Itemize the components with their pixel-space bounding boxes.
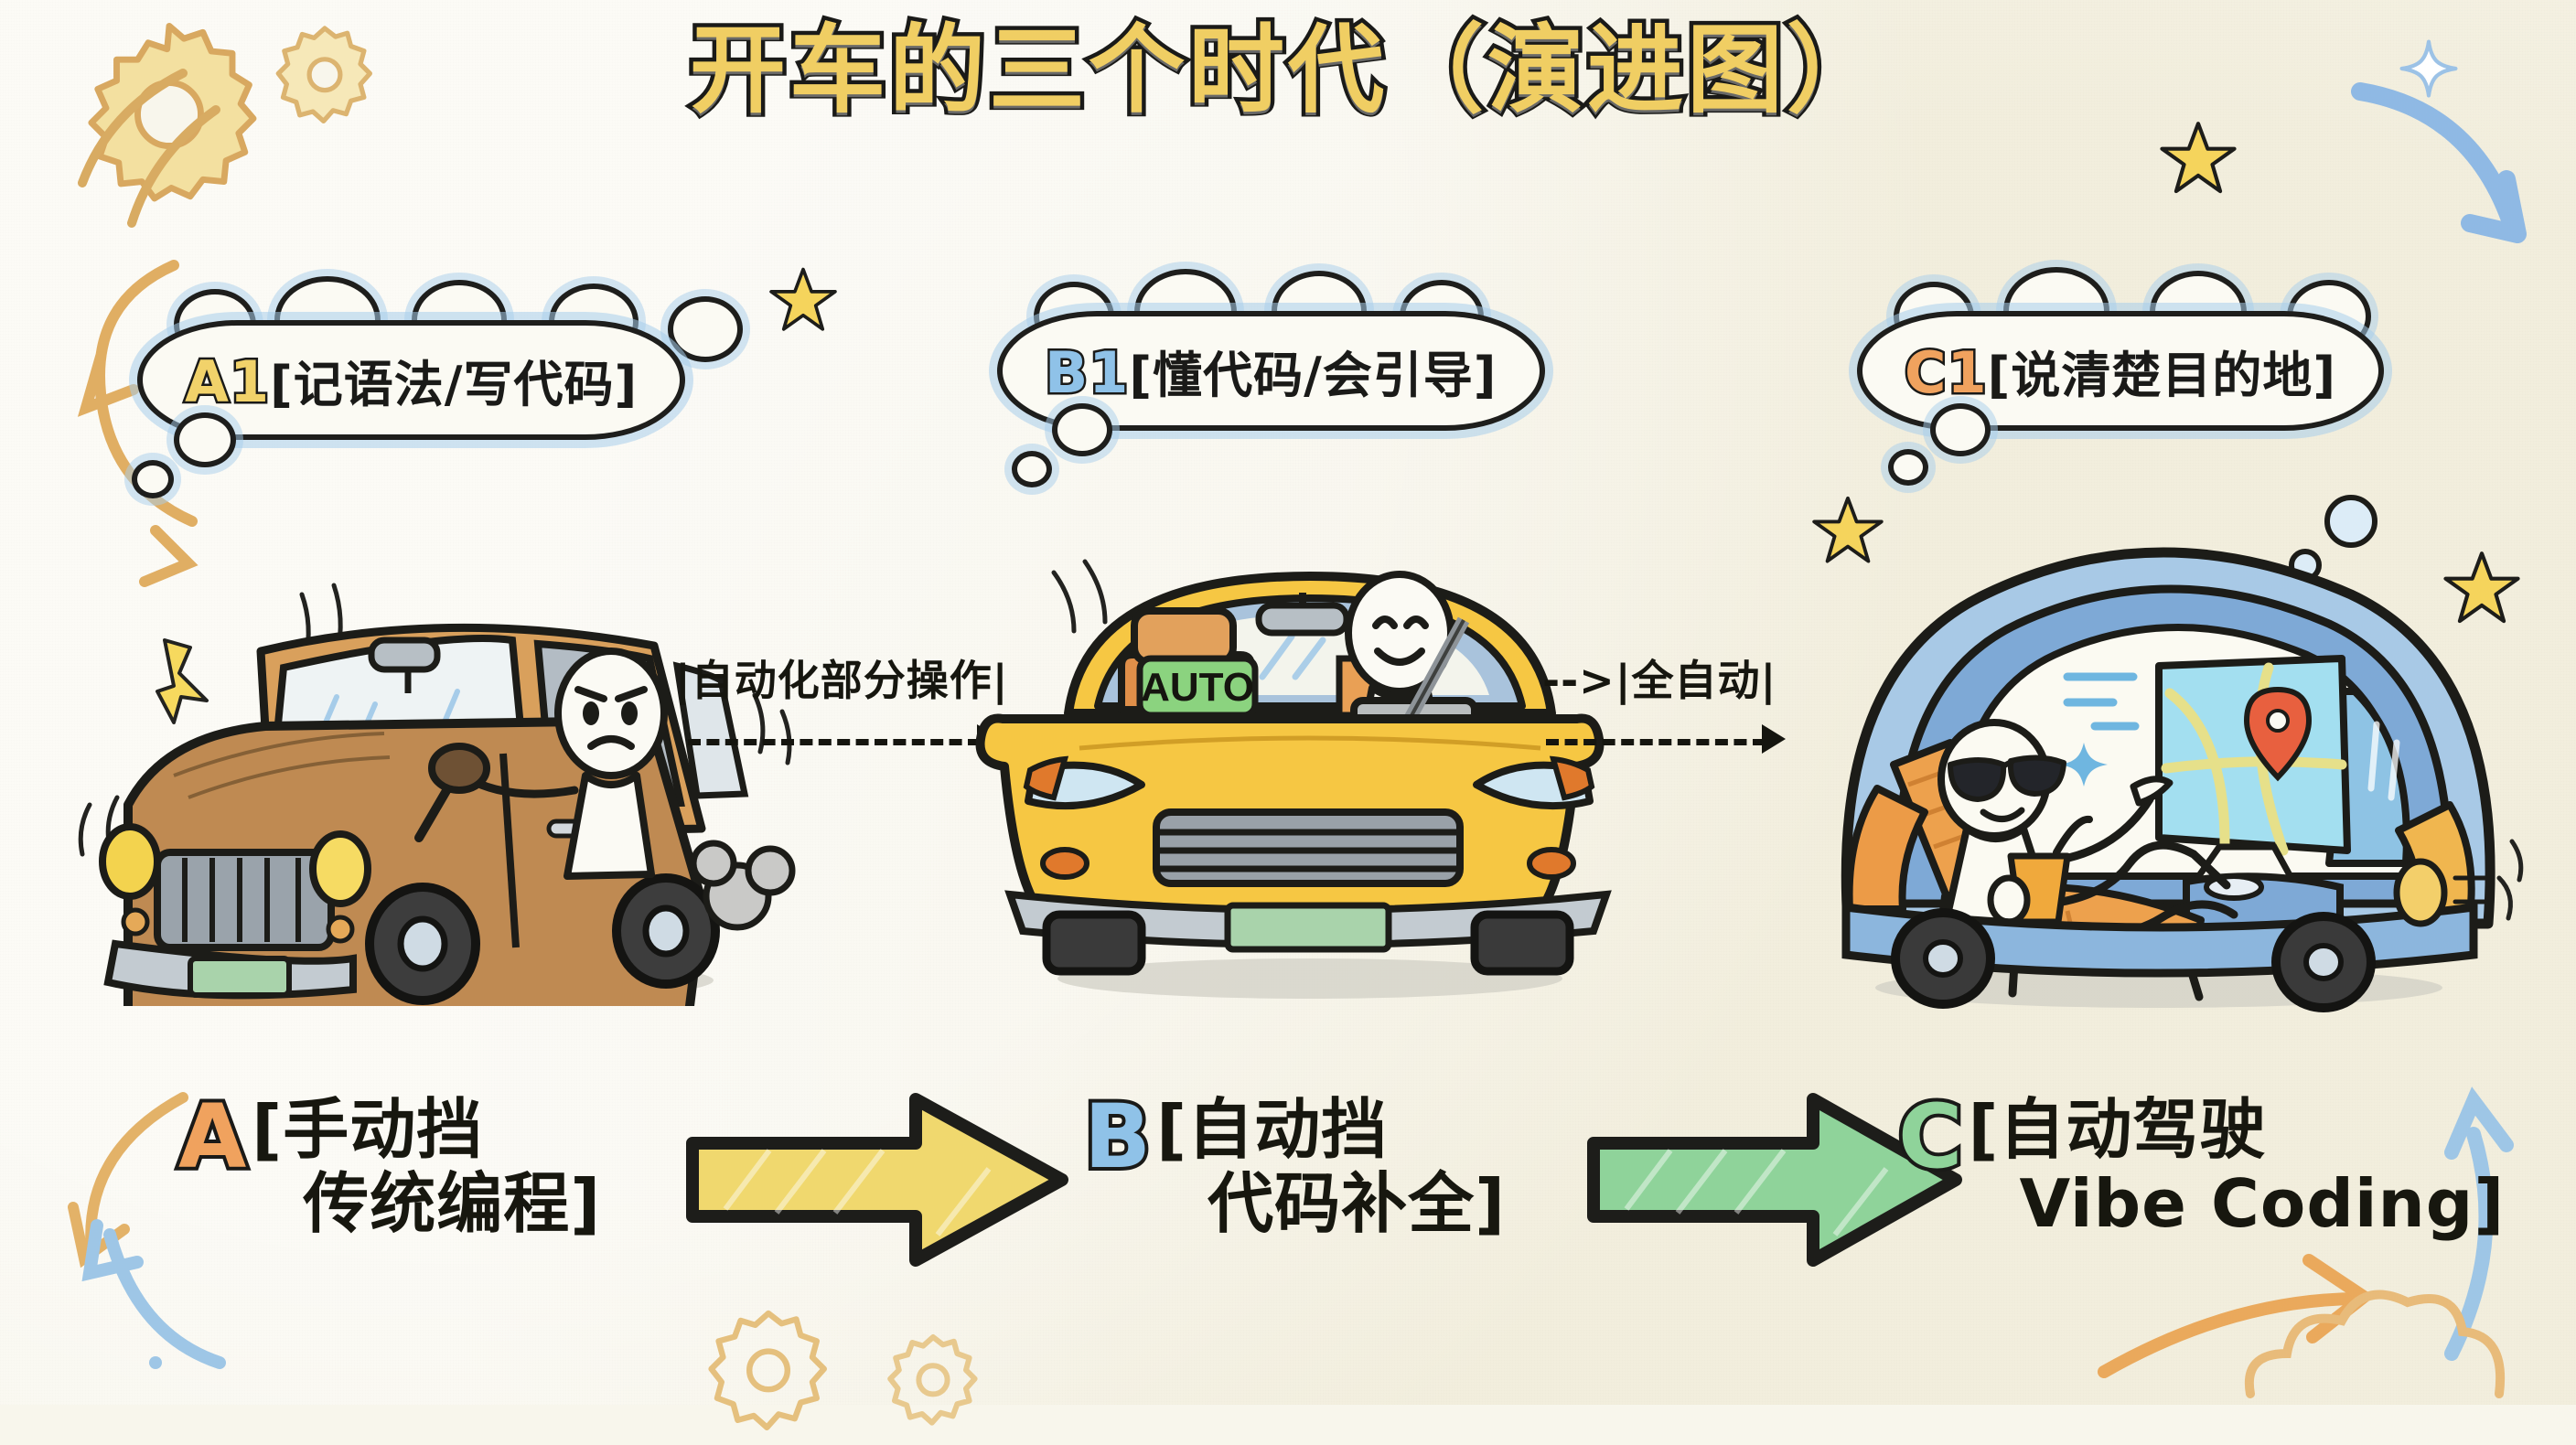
flow-arrow-a-to-b [686,1093,1068,1267]
stage-label-a: A [手动挡 传统编程] [175,1086,601,1240]
bubble-code-b1: B1 [1042,337,1130,409]
stage-text-c: [自动驾驶 Vibe Coding] [1968,1093,2505,1240]
swish-decor-topleft [78,69,220,228]
page-title: 开车的三个时代（演进图） [685,15,1886,126]
stage-b-line2: 代码补全] [1208,1164,1507,1242]
cloud-puff-tail-1 [1930,403,1991,456]
bubble-text-b1: [懂代码/会引导] [1129,347,1497,404]
cloud-puff [668,296,743,362]
connector-line-b-to-c [1546,739,1766,745]
star-icon-sparkle-top [2399,39,2458,98]
cloud-puff-tail-2 [1888,449,1928,486]
stage-b-line1: [自动挡 [1156,1091,1389,1168]
cloud-puff-tail-1 [174,412,236,467]
speech-bubble-a1: A1[记语法/写代码] [132,276,743,498]
stage-letter-a: A [175,1086,250,1188]
flow-arrow-b-to-c [1587,1093,1962,1267]
stage-label-b: B [自动挡 代码补全] [1080,1086,1506,1240]
speech-bubble-a1-body: A1[记语法/写代码] [137,320,686,440]
scene-manual-car [78,583,796,1006]
connector-arrowhead-b-to-c [1762,724,1786,754]
speech-bubble-c1: C1[说清楚目的地] [1857,267,2384,486]
gear-icon-bottom-left [708,1310,827,1430]
stage-letter-c: C [1894,1086,1967,1188]
star-icon-scene-c-right [2443,551,2520,624]
stage-letter-b: B [1080,1086,1154,1188]
stage-c-line1: [自动驾驶 [1968,1091,2267,1168]
scene-self-driving-pod [1841,495,2524,1012]
scene-automatic-car: AUTO [975,559,1612,999]
swish-decor-blue-topright [2351,82,2527,243]
bubble-code-c1: C1 [1903,337,1990,409]
stage-label-c: C [自动驾驶 Vibe Coding] [1894,1086,2505,1240]
gear-icon-top-left-small [275,26,372,123]
stage-a-line1: [手动挡 [252,1091,484,1168]
stage-c-line2: Vibe Coding] [2019,1164,2506,1242]
gear-icon-top-left-large [88,22,257,202]
cloud-outline-decor-bottomright [2244,1290,2506,1398]
connector-line-a-to-b [688,739,981,745]
star-icon-left [769,267,837,331]
stage-text-a: [手动挡 传统编程] [252,1093,601,1240]
star-icon-title-right [2160,122,2237,194]
swish-decor-blue-bottomleft [81,1219,226,1369]
connector-label-a-to-b: |自动化部分操作| [675,656,1009,705]
bubble-text-a1: [记语法/写代码] [270,356,639,413]
speech-bubble-b1-body: B1[懂代码/会引导] [997,311,1545,431]
star-icon-scene-c-left [1812,496,1884,563]
cloud-puff-tail-2 [1012,451,1052,487]
gear-icon-bottom-center [887,1334,978,1426]
cloud-puff-tail-1 [1052,403,1112,456]
cloud-puff-tail-2 [132,460,174,498]
speech-bubble-b1: B1[懂代码/会引导] [997,269,1545,487]
stage-a-line2: 传统编程] [303,1164,602,1242]
connector-label-b-to-c: -->|全自动| [1542,656,1777,705]
auto-badge-label: AUTO [1141,665,1254,710]
bubble-code-a1: A1 [182,347,271,418]
stage-text-b: [自动挡 代码补全] [1156,1093,1506,1240]
bubble-text-c1: [说清楚目的地] [1987,347,2336,404]
